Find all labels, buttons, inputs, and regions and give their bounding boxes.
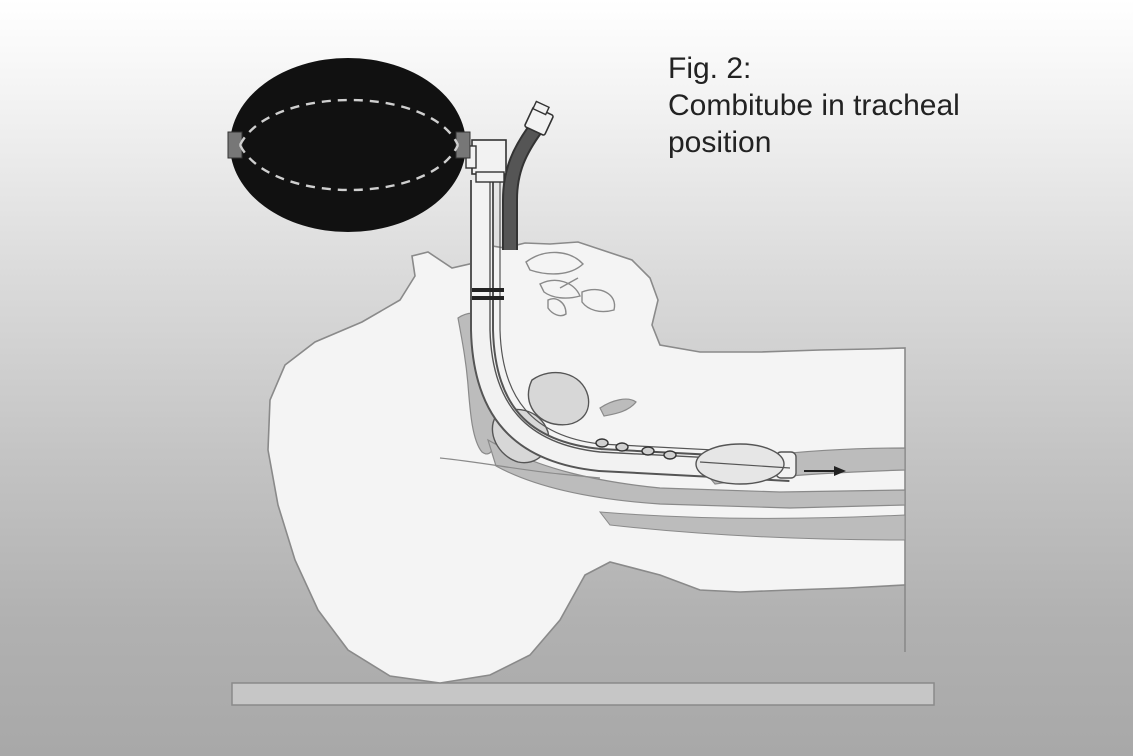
figure-caption: Fig. 2: Combitube in tracheal position [668, 50, 1048, 161]
elbow-connector [466, 140, 506, 182]
esophageal-port-tube [510, 101, 554, 250]
caption-line-2: position [668, 124, 1048, 161]
figure-label: Fig. 2: [668, 50, 1048, 87]
ventilation-bag-icon [228, 58, 470, 232]
table-surface [232, 683, 934, 705]
caption-line-1: Combitube in tracheal [668, 87, 1048, 124]
